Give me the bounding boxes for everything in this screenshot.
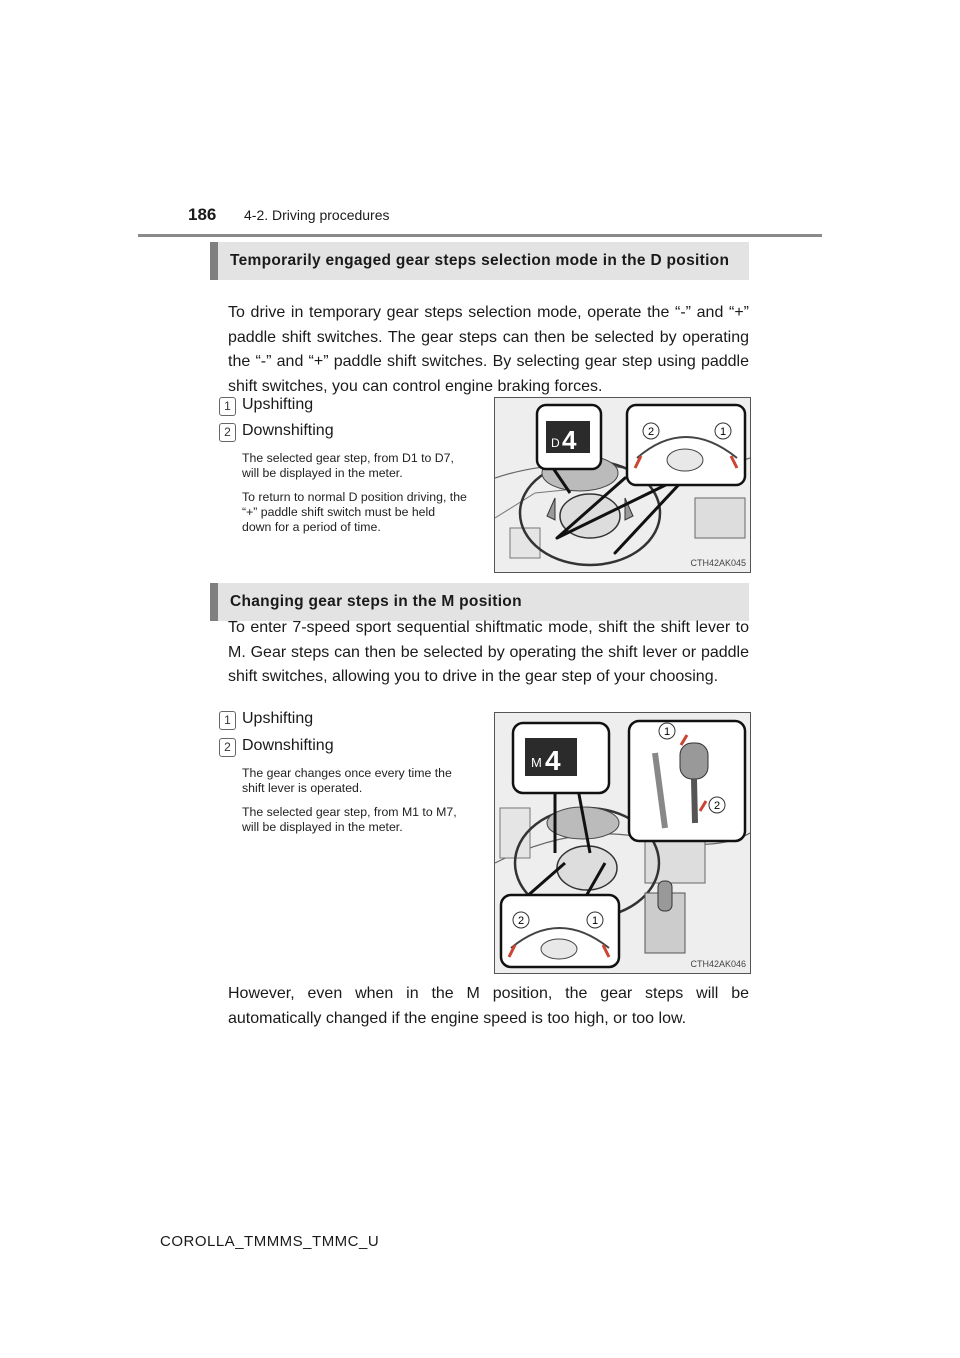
display-gear-letter: M	[531, 755, 542, 770]
section2-closing: However, even when in the M position, th…	[228, 985, 749, 1027]
item-number-2: 2	[219, 738, 236, 757]
callout-downshift: 2	[648, 426, 654, 438]
note-gear-display: The selected gear step, from M1 to M7, w…	[242, 805, 457, 834]
page-number: 186	[188, 205, 217, 224]
item-label-downshifting: Downshifting	[242, 737, 334, 754]
section-path: 4-2. Driving procedures	[244, 207, 390, 223]
callout-upshift: 1	[720, 426, 726, 438]
section-heading-m-position: Changing gear steps in the M position	[210, 583, 749, 621]
display-gear-digit: 4	[545, 745, 561, 776]
note-gear-display: The selected gear step, from D1 to D7, w…	[242, 451, 454, 480]
item-number-2: 2	[219, 423, 236, 442]
figure-code: CTH42AK046	[690, 959, 746, 969]
display-gear-letter: D	[551, 436, 560, 450]
callout-lever-upshift: 1	[664, 726, 670, 738]
section2-paragraph: To enter 7-speed sport sequential shiftm…	[228, 619, 749, 685]
callout-paddle-downshift: 2	[518, 915, 524, 927]
item-label-upshifting: Upshifting	[242, 396, 314, 413]
note-gear-change: The gear changes once every time the shi…	[242, 766, 452, 795]
figure-code: CTH42AK045	[690, 558, 746, 568]
header-divider	[138, 234, 822, 237]
illustration-steering-paddles: D 4 2 1	[495, 398, 750, 572]
item-number-1: 1	[219, 397, 236, 416]
illustration-shift-lever: M 4 1 2 2 1	[495, 713, 750, 973]
footer-model-code: COROLLA_TMMMS_TMMC_U	[160, 1233, 380, 1250]
item-label-downshifting: Downshifting	[242, 422, 334, 439]
figure-m-position-lever: M 4 1 2 2 1 CTH42AK046	[494, 712, 751, 974]
callout-lever-downshift: 2	[714, 800, 720, 812]
callout-paddle-upshift: 1	[592, 915, 598, 927]
item-number-1: 1	[219, 711, 236, 730]
section1-paragraph: To drive in temporary gear steps selecti…	[228, 304, 749, 395]
display-gear-digit: 4	[562, 425, 577, 455]
figure-d-position-paddles: D 4 2 1 CTH42AK045	[494, 397, 751, 573]
note-return-normal: To return to normal D position driving, …	[242, 490, 467, 534]
item-label-upshifting: Upshifting	[242, 710, 314, 727]
section-heading-d-position: Temporarily engaged gear steps selection…	[210, 242, 749, 280]
